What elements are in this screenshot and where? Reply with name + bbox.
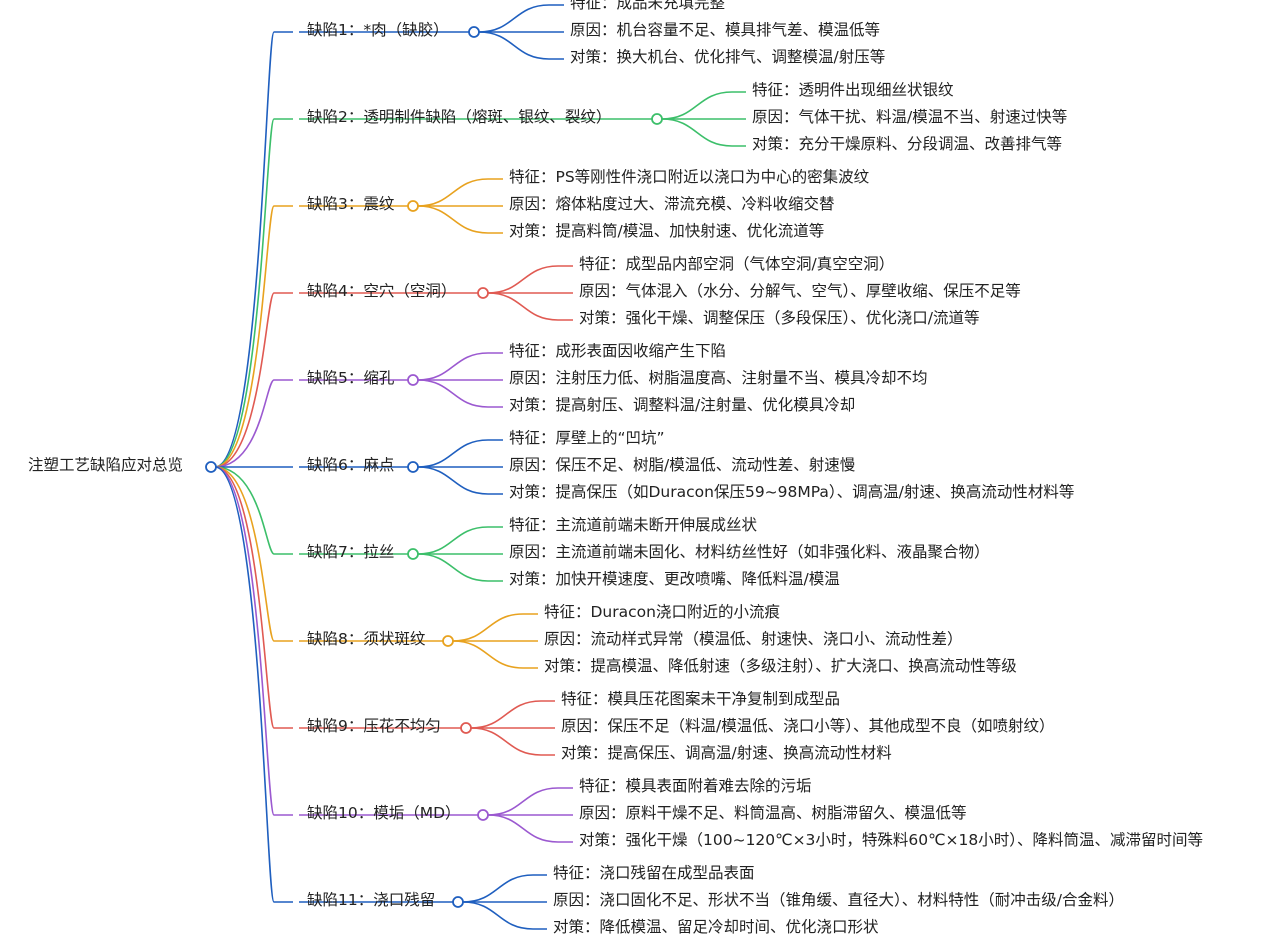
detail-item: 对策：强化干燥、调整保压（多段保压）、优化浇口/流道等 — [579, 309, 980, 327]
detail-item: 原因：原料干燥不足、料筒温高、树脂滞留久、模温低等 — [579, 804, 967, 822]
detail-connector — [487, 292, 573, 321]
detail-item: 原因：气体混入（水分、分解气、空气）、厚壁收缩、保压不足等 — [579, 282, 1021, 300]
detail-connector — [452, 640, 538, 669]
detail-connector — [417, 178, 503, 207]
detail-item: 特征：透明件出现细丝状银纹 — [752, 81, 954, 99]
detail-item: 对策：提高料筒/模温、加快射速、优化流道等 — [509, 222, 825, 240]
detail-item: 原因：流动样式异常（模温低、射速快、浇口小、流动性差） — [544, 630, 963, 648]
branch-label: 缺陷3：震纹 — [307, 195, 395, 213]
detail-item: 原因：保压不足、树脂/模温低、流动性差、射速慢 — [509, 456, 856, 474]
branch-label: 缺陷6：麻点 — [307, 456, 395, 474]
branch-label: 缺陷10：模垢（MD） — [307, 804, 461, 822]
detail-item: 原因：浇口固化不足、形状不当（锥角缓、直径大）、材料特性（耐冲击级/合金料） — [553, 891, 1124, 909]
branch-label: 缺陷9：压花不均匀 — [307, 717, 441, 735]
detail-connector — [417, 466, 503, 495]
branch-label: 缺陷2：透明制件缺陷（熔斑、银纹、裂纹） — [307, 108, 612, 126]
detail-item: 对策：提高保压、调高温/射速、换高流动性材料 — [561, 744, 892, 762]
detail-item: 对策：提高射压、调整料温/注射量、优化模具冷却 — [509, 396, 856, 414]
detail-item: 特征：模具表面附着难去除的污垢 — [579, 777, 812, 795]
detail-connector — [661, 91, 746, 120]
detail-item: 特征：厚壁上的“凹坑” — [509, 429, 665, 447]
detail-connector — [417, 205, 503, 234]
branch-collapse-toggle[interactable] — [407, 461, 419, 473]
detail-item: 特征：主流道前端未断开伸展成丝状 — [509, 516, 758, 534]
detail-item: 原因：注射压力低、树脂温度高、注射量不当、模具冷却不均 — [509, 369, 928, 387]
branch-label: 缺陷4：空穴（空洞） — [307, 282, 457, 300]
detail-connector — [487, 265, 573, 294]
root-branch-connector — [214, 466, 293, 903]
branch-collapse-toggle[interactable] — [407, 374, 419, 386]
branch-collapse-toggle[interactable] — [452, 896, 464, 908]
detail-connector — [462, 874, 547, 903]
detail-item: 对策：降低模温、留足冷却时间、优化浇口形状 — [553, 918, 879, 936]
branch-label: 缺陷7：拉丝 — [307, 543, 395, 561]
root-node-label: 注塑工艺缺陷应对总览 — [28, 456, 184, 474]
detail-item: 特征：Duracon浇口附近的小流痕 — [544, 603, 780, 621]
detail-item: 原因：主流道前端未固化、材料纺丝性好（如非强化料、液晶聚合物） — [509, 543, 990, 561]
detail-item: 对策：提高模温、降低射速（多级注射）、扩大浇口、换高流动性等级 — [544, 657, 1017, 675]
root-branch-connector — [214, 31, 293, 468]
root-branch-connector — [214, 466, 293, 555]
branch-collapse-toggle[interactable] — [477, 287, 489, 299]
branch-collapse-toggle[interactable] — [407, 200, 419, 212]
root-branch-connector — [214, 292, 293, 468]
root-branch-connector — [214, 205, 293, 468]
root-collapse-toggle[interactable] — [205, 461, 217, 473]
detail-connector — [470, 700, 555, 729]
detail-connector — [478, 31, 564, 60]
detail-item: 原因：熔体粘度过大、滞流充模、冷料收缩交替 — [509, 195, 835, 213]
detail-connector — [417, 526, 503, 555]
detail-connector — [462, 901, 547, 930]
detail-item: 对策：强化干燥（100~120℃×3小时，特殊料60℃×18小时）、降料筒温、减… — [579, 831, 1204, 849]
branch-collapse-toggle[interactable] — [442, 635, 454, 647]
detail-item: 对策：加快开模速度、更改喷嘴、降低料温/模温 — [509, 570, 840, 588]
detail-item: 对策：换大机台、优化排气、调整模温/射压等 — [570, 48, 886, 66]
branch-collapse-toggle[interactable] — [477, 809, 489, 821]
detail-item: 对策：充分干燥原料、分段调温、改善排气等 — [752, 135, 1063, 153]
root-branch-connector — [214, 466, 293, 816]
detail-item: 对策：提高保压（如Duracon保压59~98MPa）、调高温/射速、换高流动性… — [509, 483, 1075, 501]
detail-connector — [417, 379, 503, 408]
detail-item: 特征：浇口残留在成型品表面 — [553, 864, 755, 882]
branch-collapse-toggle[interactable] — [460, 722, 472, 734]
detail-connector — [487, 787, 573, 816]
root-branch-connector — [214, 466, 293, 729]
branch-label: 缺陷1：*肉（缺胶） — [307, 21, 449, 39]
branch-collapse-toggle[interactable] — [651, 113, 663, 125]
root-branch-connector — [214, 466, 293, 642]
detail-connector — [661, 118, 746, 147]
detail-item: 特征：成型品内部空洞（气体空洞/真空空洞） — [579, 255, 895, 273]
detail-connector — [487, 814, 573, 843]
detail-item: 原因：气体干扰、料温/模温不当、射速过快等 — [752, 108, 1068, 126]
branch-collapse-toggle[interactable] — [407, 548, 419, 560]
root-branch-connector — [214, 379, 293, 468]
branch-label: 缺陷8：须状斑纹 — [307, 630, 426, 648]
detail-connector — [478, 4, 564, 33]
branch-label: 缺陷11：浇口残留 — [307, 891, 436, 909]
detail-connector — [470, 727, 555, 756]
branch-collapse-toggle[interactable] — [468, 26, 480, 38]
detail-item: 特征：成品未充填完整 — [570, 0, 726, 12]
detail-connector — [417, 439, 503, 468]
root-branch-connector — [214, 118, 293, 468]
detail-item: 原因：机台容量不足、模具排气差、模温低等 — [570, 21, 881, 39]
detail-item: 特征：模具压花图案未干净复制到成型品 — [561, 690, 841, 708]
detail-item: 特征：PS等刚性件浇口附近以浇口为中心的密集波纹 — [509, 168, 870, 186]
branch-label: 缺陷5：缩孔 — [307, 369, 395, 387]
detail-item: 特征：成形表面因收缩产生下陷 — [509, 342, 727, 360]
detail-connector — [417, 553, 503, 582]
detail-connector — [452, 613, 538, 642]
detail-item: 原因：保压不足（料温/模温低、浇口小等）、其他成型不良（如喷射纹） — [561, 717, 1055, 735]
detail-connector — [417, 352, 503, 381]
